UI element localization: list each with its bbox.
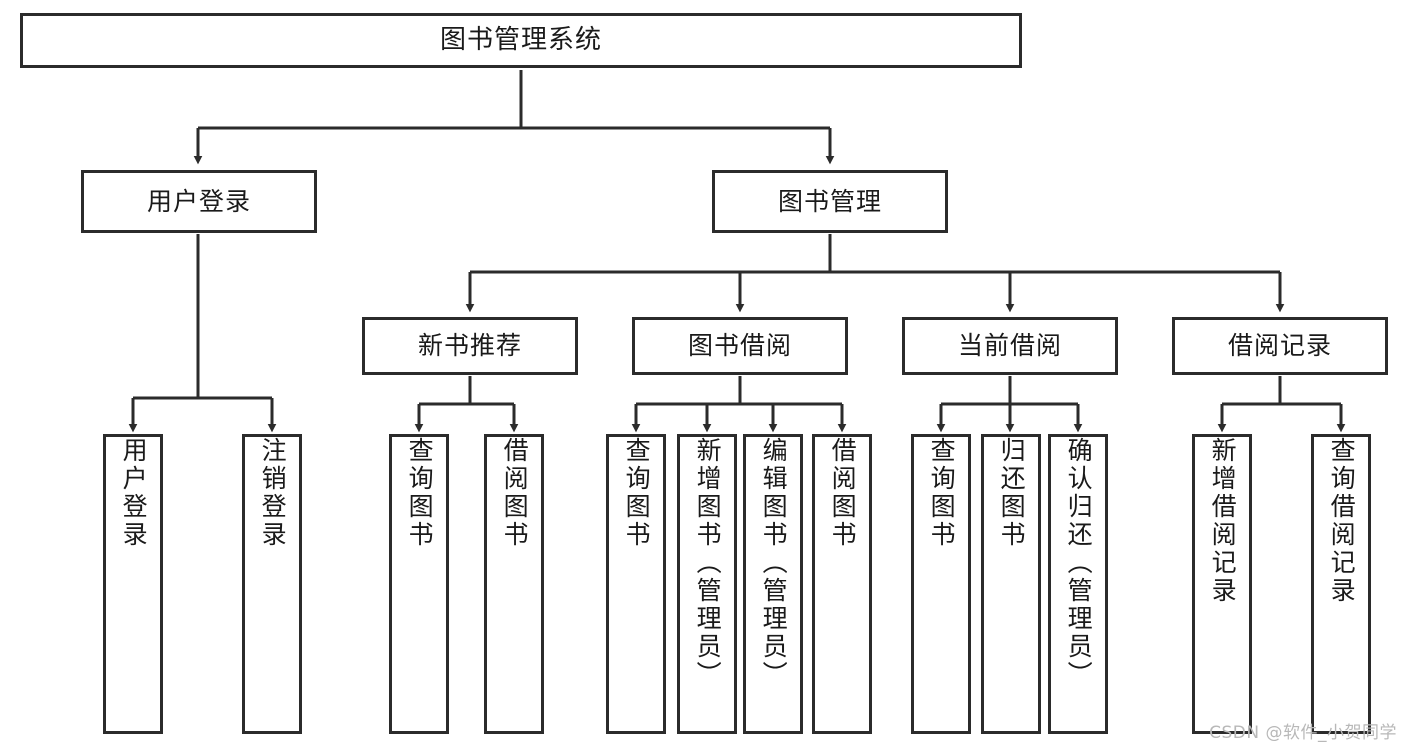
- node-label: 当前借阅: [957, 331, 1062, 361]
- leaf-borrow-borrow-book[interactable]: 借阅图书: [812, 434, 872, 734]
- node-label: 新书推荐: [417, 331, 522, 361]
- node-label: 编辑图书（管理员）: [759, 437, 789, 689]
- node-label: 查询借阅记录: [1327, 437, 1357, 605]
- node-label: 新增借阅记录: [1208, 437, 1238, 605]
- leaf-user-login-logout[interactable]: 注销登录: [242, 434, 302, 734]
- node-label: 借阅图书: [500, 437, 530, 549]
- node-label: 归还图书: [997, 437, 1027, 549]
- node-label: 确认归还（管理员）: [1064, 437, 1094, 689]
- leaf-user-login-login[interactable]: 用户登录: [103, 434, 163, 734]
- leaf-current-confirm-return[interactable]: 确认归还（管理员）: [1048, 434, 1108, 734]
- node-label: 注销登录: [258, 437, 288, 549]
- node-current-borrow[interactable]: 当前借阅: [902, 317, 1118, 375]
- node-label: 查询图书: [622, 437, 652, 549]
- node-label: 查询图书: [927, 437, 957, 549]
- node-user-login[interactable]: 用户登录: [81, 170, 317, 233]
- node-book-management[interactable]: 图书管理: [712, 170, 948, 233]
- node-label: 用户登录: [146, 186, 251, 216]
- leaf-current-return-book[interactable]: 归还图书: [981, 434, 1041, 734]
- leaf-borrow-add-book[interactable]: 新增图书（管理员）: [677, 434, 737, 734]
- node-label: 图书管理: [777, 186, 882, 216]
- node-label: 借阅图书: [828, 437, 858, 549]
- node-label: 图书管理系统: [439, 25, 602, 56]
- node-root-system[interactable]: 图书管理系统: [20, 13, 1022, 68]
- leaf-current-query-book[interactable]: 查询图书: [911, 434, 971, 734]
- leaf-borrow-query-book[interactable]: 查询图书: [606, 434, 666, 734]
- leaf-record-add[interactable]: 新增借阅记录: [1192, 434, 1252, 734]
- node-borrow-record[interactable]: 借阅记录: [1172, 317, 1388, 375]
- leaf-borrow-edit-book[interactable]: 编辑图书（管理员）: [743, 434, 803, 734]
- node-label: 新增图书（管理员）: [693, 437, 723, 689]
- watermark-text: CSDN @软件_小贺同学: [1209, 723, 1397, 743]
- node-label: 借阅记录: [1227, 331, 1332, 361]
- node-label: 图书借阅: [687, 331, 792, 361]
- node-label: 用户登录: [119, 437, 149, 549]
- node-new-book-recommend[interactable]: 新书推荐: [362, 317, 578, 375]
- node-label: 查询图书: [405, 437, 435, 549]
- leaf-new-book-query[interactable]: 查询图书: [389, 434, 449, 734]
- node-book-borrow[interactable]: 图书借阅: [632, 317, 848, 375]
- leaf-new-book-borrow[interactable]: 借阅图书: [484, 434, 544, 734]
- leaf-record-query[interactable]: 查询借阅记录: [1311, 434, 1371, 734]
